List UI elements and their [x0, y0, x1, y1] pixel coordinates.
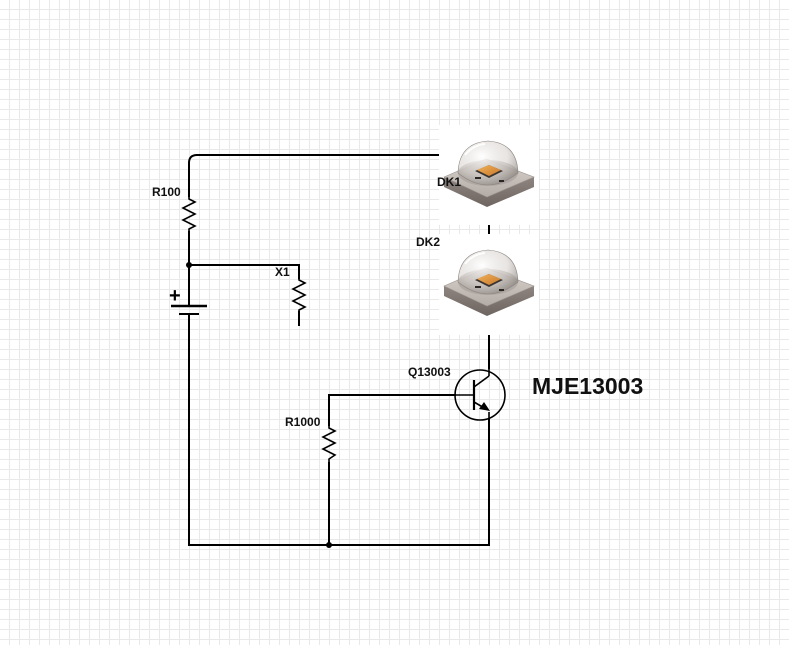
wire-junction-to-x1: [188, 264, 300, 279]
led-icon: [439, 234, 539, 335]
label-dk2: DK2: [416, 235, 440, 249]
resistor-icon: [291, 278, 307, 312]
battery-icon: [171, 304, 207, 315]
transistor-q13003[interactable]: [454, 368, 506, 421]
led-dk2[interactable]: [439, 234, 539, 335]
junction-dot-icon: [326, 542, 332, 548]
wire-base: [328, 394, 456, 426]
label-part-number: MJE13003: [532, 373, 643, 399]
resistor-icon: [321, 425, 337, 463]
wires: [188, 154, 490, 546]
label-r1000: R1000: [285, 415, 321, 429]
battery-plus-sign: +: [169, 285, 181, 307]
resistor-icon: [181, 196, 197, 232]
wire-battery-to-bottom: [188, 313, 490, 546]
led-icon: [439, 125, 539, 225]
npn-transistor-icon: [454, 368, 506, 421]
label-r100: R100: [152, 185, 181, 199]
resistor-r1000[interactable]: [321, 425, 337, 463]
resistor-x1[interactable]: [291, 278, 307, 312]
label-dk1: DK1: [437, 175, 461, 189]
wire-top: [188, 154, 440, 197]
label-x1: X1: [275, 265, 290, 279]
label-q13003: Q13003: [408, 365, 451, 379]
resistor-r100[interactable]: [181, 196, 197, 232]
led-dk1[interactable]: [439, 125, 539, 225]
junction-dot-icon: [186, 262, 192, 268]
battery[interactable]: [171, 304, 207, 315]
